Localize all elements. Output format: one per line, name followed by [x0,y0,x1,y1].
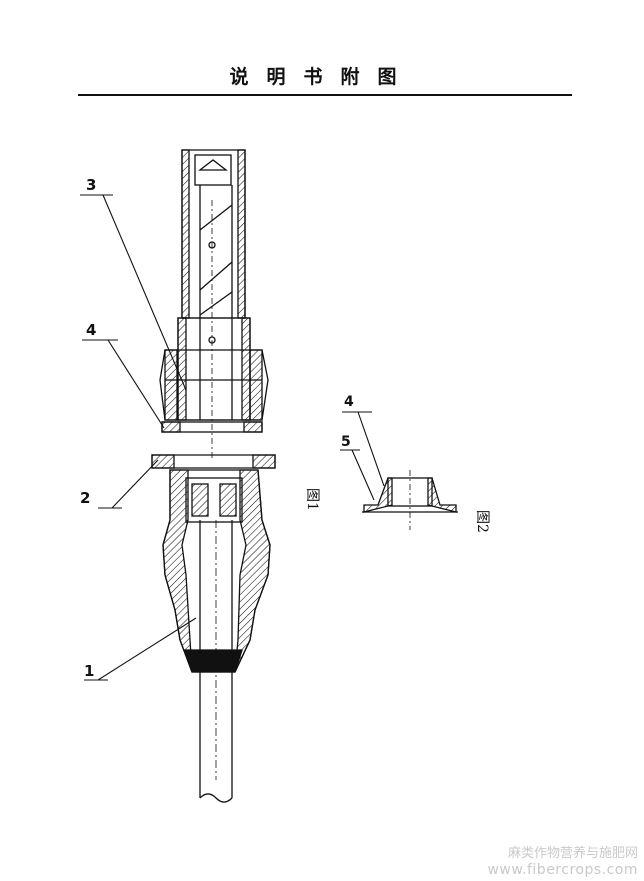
callout-label-5-fig2: 5 [341,434,351,450]
outer-tube [181,149,246,319]
watermark-text: 麻类作物营养与施肥网 [507,846,638,861]
figure2-caption: 图2 [474,510,490,533]
callout-label-1: 1 [84,662,94,680]
callout-label-2: 2 [80,489,90,507]
callout-label-4-fig2: 4 [344,394,354,410]
figure1-assembly [151,149,276,803]
tube-wall-left [181,149,190,319]
page-title: 说明书附图 [229,66,415,88]
callout-label-4: 4 [86,321,96,339]
figure1-leaders [80,194,197,681]
inner-cap [194,154,232,186]
watermark-url: www.fibercrops.com [487,862,638,878]
callout-label-3: 3 [86,176,96,194]
watermark: 麻类作物营养与施肥网 www.fibercrops.com [487,846,638,878]
figure2-leaders [340,411,385,501]
header-rule [78,94,572,96]
figure2-gasket [362,470,458,530]
figure1-caption: 图1 [304,488,320,511]
tube-wall-right [237,149,246,319]
